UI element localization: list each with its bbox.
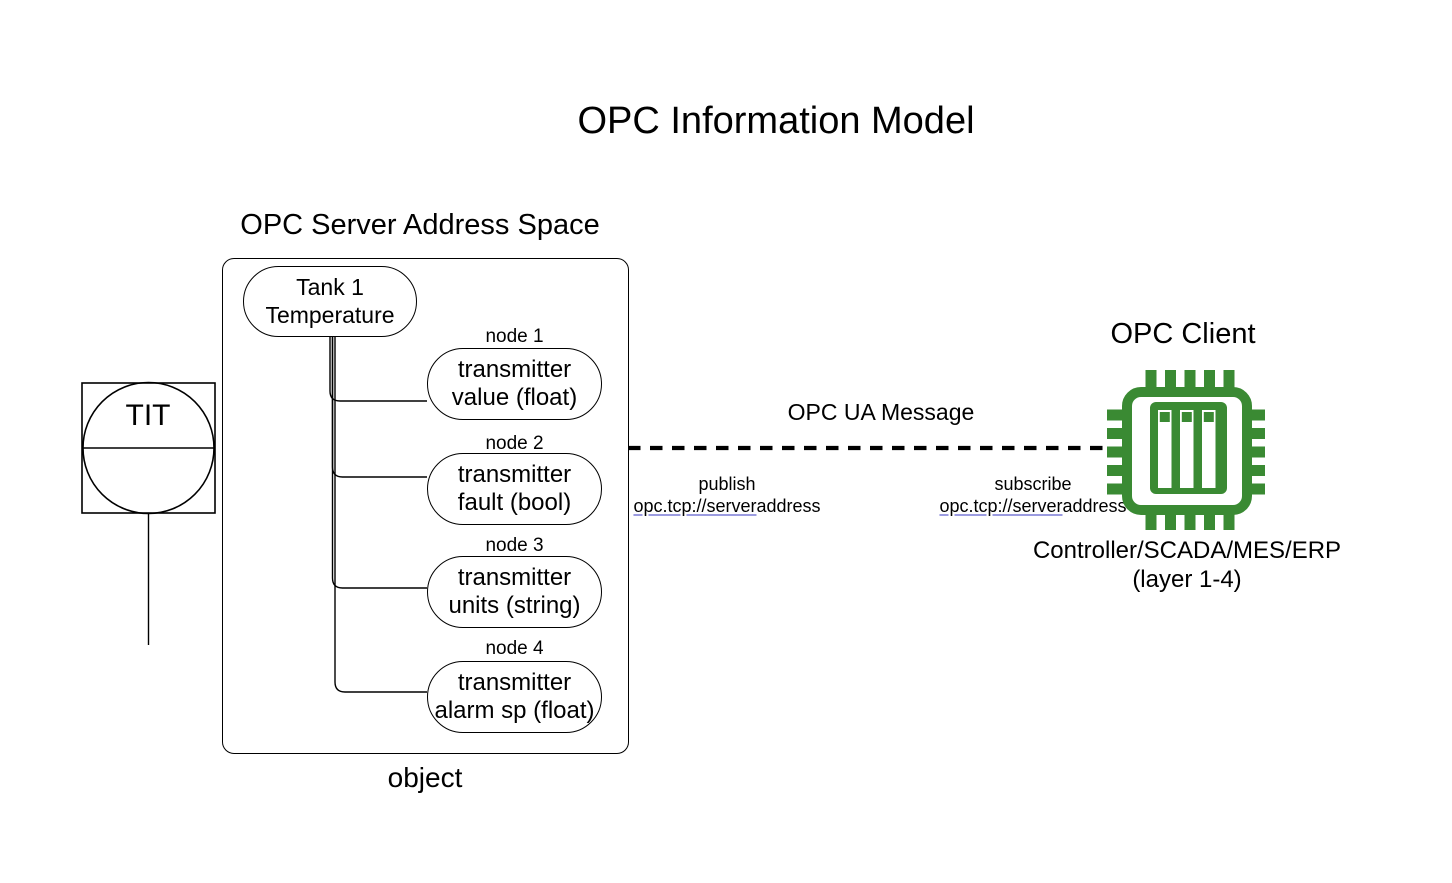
node-1-shape: transmitter value (float)	[427, 348, 602, 420]
node-4-line1: transmitter	[457, 669, 572, 696]
root-node-line1: Tank 1	[296, 274, 364, 300]
publish-block: publish opc.tcp://serveraddress	[577, 473, 877, 517]
publish-url[interactable]: opc.tcp://serveraddress	[577, 495, 877, 517]
publish-action-label: publish	[698, 474, 756, 494]
ua-message-label: OPC UA Message	[787, 399, 975, 425]
server-heading: OPC Server Address Space	[240, 209, 600, 241]
object-label: object	[387, 762, 463, 793]
publish-url-rest: address	[756, 496, 821, 516]
node-3-line2: units (string)	[448, 592, 581, 619]
node-4-line2: alarm sp (float)	[434, 697, 595, 724]
node-1-line1: transmitter	[457, 356, 572, 383]
cpu-chip-icon	[1107, 370, 1265, 530]
subscribe-action-label: subscribe	[994, 474, 1072, 494]
root-node-shape: Tank 1 Temperature	[243, 266, 417, 337]
node-4-label: node 4	[485, 638, 544, 659]
diagram-title: OPC Information Model	[577, 100, 975, 142]
client-heading: OPC Client	[1110, 318, 1256, 350]
node-2-label: node 2	[485, 433, 544, 454]
node-4-shape: transmitter alarm sp (float)	[427, 661, 602, 733]
chip-slots	[1158, 410, 1216, 488]
node-1-line2: value (float)	[451, 384, 578, 411]
subscribe-url-link[interactable]: opc.tcp://server	[939, 496, 1063, 516]
instrument-tag: TIT	[125, 399, 171, 432]
subscribe-block: subscribe opc.tcp://serveraddress	[883, 473, 1183, 517]
publish-url-link[interactable]: opc.tcp://server	[633, 496, 757, 516]
node-3-line1: transmitter	[457, 564, 572, 591]
client-caption: Controller/SCADA/MES/ERP (layer 1-4)	[987, 536, 1387, 594]
subscribe-url[interactable]: opc.tcp://serveraddress	[883, 495, 1183, 517]
node-1-label: node 1	[485, 326, 544, 347]
client-caption-line2: (layer 1-4)	[1132, 566, 1242, 593]
node-2-shape: transmitter fault (bool)	[427, 453, 602, 525]
node-3-shape: transmitter units (string)	[427, 556, 602, 628]
node-2-line2: fault (bool)	[457, 489, 572, 516]
chip-slot-markers	[1159, 412, 1214, 422]
node-2-line1: transmitter	[457, 461, 572, 488]
client-caption-line1: Controller/SCADA/MES/ERP	[1032, 537, 1342, 564]
transmitter-instrument-symbol	[81, 381, 216, 645]
node-3-label: node 3	[485, 535, 544, 556]
root-node-line2: Temperature	[265, 302, 395, 328]
subscribe-url-rest: address	[1062, 496, 1127, 516]
